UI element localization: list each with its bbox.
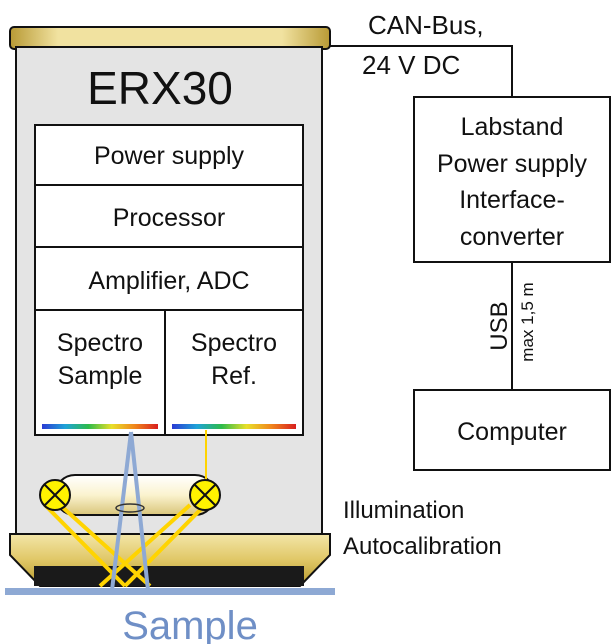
block-processor-label: Processor [113, 204, 226, 232]
block-power-supply [34, 124, 304, 186]
autocalibration-label: Autocalibration [343, 533, 502, 560]
lamp-right-icon [189, 479, 221, 511]
labstand-line1: Labstand [461, 113, 564, 141]
usb-length-label: max 1,5 m [518, 282, 537, 361]
block-amplifier-adc [34, 246, 304, 311]
labstand-line2: Power supply [437, 150, 588, 178]
block-power-supply-label: Power supply [94, 142, 245, 170]
spectro-ref-line1: Spectro [191, 329, 277, 357]
top-cap [9, 26, 331, 50]
usb-label: USB [486, 301, 513, 350]
block-amplifier-adc-label: Amplifier, ADC [88, 267, 249, 295]
lamp-left-icon [39, 479, 71, 511]
computer-label: Computer [457, 418, 567, 446]
can-bus-label-line2: 24 V DC [362, 50, 460, 80]
illumination-label: Illumination [343, 497, 464, 524]
sample-label: Sample [122, 604, 258, 644]
block-processor [34, 184, 304, 248]
spectro-sample-line2: Sample [58, 362, 143, 390]
bottom-dark-band [34, 566, 304, 586]
spectro-ref-line2: Ref. [211, 362, 257, 390]
spectrum-bar-ref [172, 424, 296, 429]
sample-plate [5, 588, 335, 595]
labstand-line3: Interface- [459, 186, 565, 214]
device-title: ERX30 [87, 62, 233, 114]
spectrum-bar-sample [42, 424, 158, 429]
can-bus-line [330, 45, 513, 97]
computer-box [413, 389, 611, 471]
labstand-line4: converter [460, 223, 564, 251]
spectro-ref-box [164, 309, 304, 436]
spectro-sample-box [34, 309, 166, 436]
can-bus-label-line1: CAN-Bus, [368, 10, 484, 40]
spectro-sample-line1: Spectro [57, 329, 143, 357]
labstand-box [413, 96, 611, 263]
lens [115, 503, 145, 513]
